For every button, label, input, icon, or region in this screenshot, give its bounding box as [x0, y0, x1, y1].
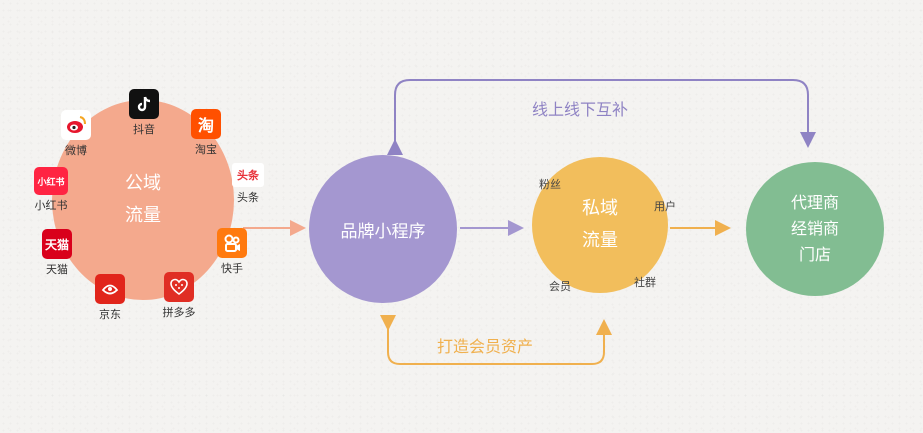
brand-miniprogram-circle: 品牌小程序	[309, 155, 457, 303]
member-assets-caption: 打造会员资产	[437, 337, 534, 356]
app-label: 小红书	[34, 199, 68, 212]
public-domain-line2: 流量	[125, 205, 161, 226]
jd-icon	[95, 274, 125, 304]
app-taobao: 淘 淘宝	[161, 109, 251, 157]
app-pinduoduo: 拼多多	[134, 272, 224, 320]
store-circle: 代理商 经销商 门店	[746, 162, 884, 296]
app-label: 拼多多	[162, 306, 196, 319]
store-line1: 代理商	[790, 193, 839, 212]
xiaohongshu-icon: 小红书	[34, 167, 68, 195]
app-label: 微博	[65, 144, 87, 157]
public-domain-line1: 公域	[125, 173, 161, 194]
app-label: 淘宝	[195, 143, 217, 156]
top-loop-arrow	[387, 79, 816, 155]
app-label: 头条	[237, 191, 259, 204]
brand-miniprogram-label: 品牌小程序	[340, 221, 426, 242]
private-domain-line1: 私域	[582, 198, 618, 219]
store-line2: 经销商	[790, 219, 839, 238]
weibo-icon	[61, 110, 91, 140]
app-toutiao: 头条 头条	[203, 163, 293, 205]
app-kuaishou: 快手	[187, 228, 277, 276]
private-label-users: 用户	[654, 200, 676, 213]
kuaishou-icon	[217, 228, 247, 258]
bottom-loop-arrow	[380, 315, 612, 365]
app-douyin: 抖音	[99, 89, 189, 137]
app-jd: 京东	[65, 274, 155, 322]
store-line3: 门店	[798, 245, 831, 264]
private-label-community: 社群	[634, 276, 656, 289]
toutiao-icon: 头条	[232, 163, 264, 187]
app-tmall: 天猫 天猫	[12, 229, 102, 277]
pinduoduo-icon	[164, 272, 194, 302]
app-label: 京东	[99, 308, 121, 321]
private-label-members: 会员	[549, 280, 571, 293]
tmall-icon: 天猫	[42, 229, 72, 259]
online-offline-caption: 线上线下互补	[532, 100, 629, 119]
private-domain-line2: 流量	[582, 230, 618, 251]
private-label-fans: 粉丝	[539, 178, 561, 191]
app-xiaohongshu: 小红书 小红书	[6, 167, 96, 213]
taobao-icon: 淘	[191, 109, 221, 139]
app-weibo: 微博	[31, 110, 121, 158]
douyin-icon	[129, 89, 159, 119]
app-label: 抖音	[133, 123, 155, 136]
app-label: 快手	[221, 262, 243, 275]
private-domain-circle: 私域 流量	[532, 157, 668, 293]
app-label: 天猫	[46, 263, 68, 276]
